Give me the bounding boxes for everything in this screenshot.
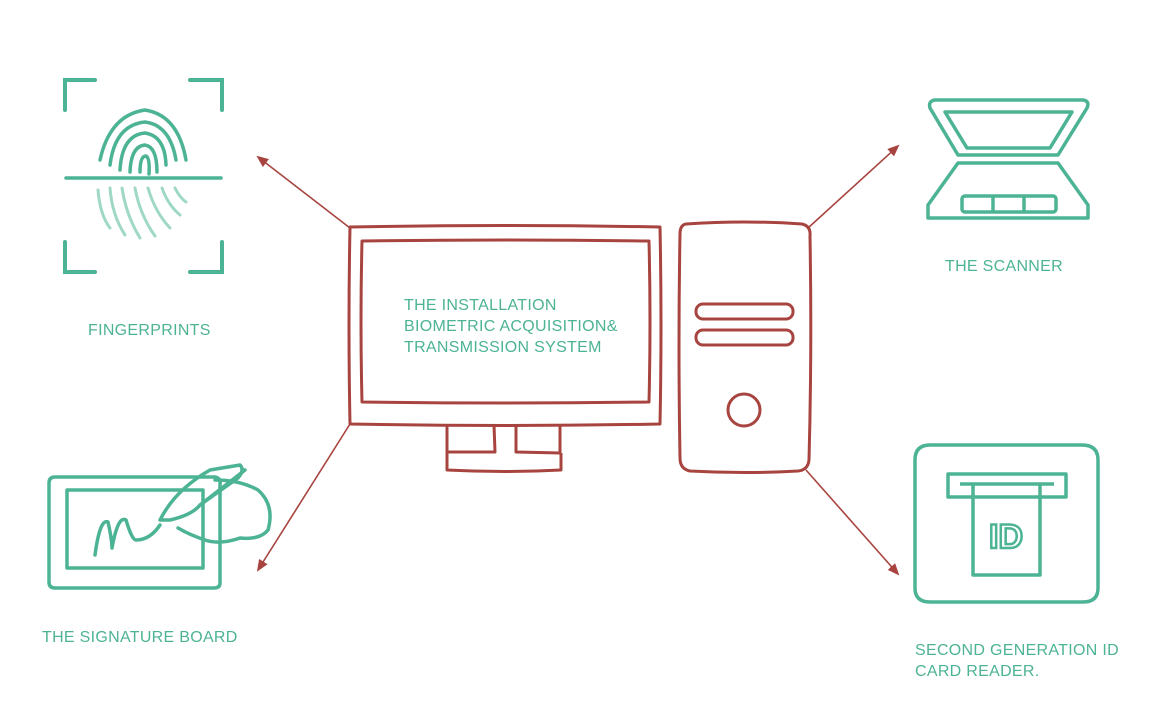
- monitor-icon: [347, 224, 663, 473]
- screen-title-line-3: TRANSMISSION SYSTEM: [404, 339, 602, 356]
- id-card-reader-label-line-1: SECOND GENERATION ID: [915, 642, 1119, 659]
- flatbed-scanner-icon: [926, 98, 1090, 220]
- signature-pad-icon: [47, 463, 272, 590]
- id-card-text: ID: [989, 518, 1023, 556]
- arrow-to-fingerprints: [256, 155, 351, 229]
- connector-arrows: [256, 144, 900, 576]
- fingerprint-scan-icon: [63, 78, 224, 274]
- signature-board-label: THE SIGNATURE BOARD: [42, 629, 238, 646]
- screen-title-line-2: BIOMETRIC ACQUISITION&: [404, 318, 618, 335]
- arrow-to-scanner: [807, 144, 900, 229]
- id-card-reader-label-line-2: CARD READER.: [915, 663, 1040, 680]
- screen-title-line-1: THE INSTALLATION: [404, 297, 557, 314]
- fingerprints-label: FINGERPRINTS: [88, 322, 211, 339]
- scanner-label: THE SCANNER: [945, 258, 1063, 275]
- computer-tower-icon: [677, 220, 813, 474]
- id-card-reader-icon: [913, 443, 1100, 604]
- screen-title: THE INSTALLATION BIOMETRIC ACQUISITION& …: [404, 295, 618, 358]
- arrow-to-id-card-reader: [805, 469, 900, 576]
- id-card-reader-label: SECOND GENERATION ID CARD READER.: [915, 640, 1119, 682]
- arrow-to-signature-board: [256, 423, 351, 572]
